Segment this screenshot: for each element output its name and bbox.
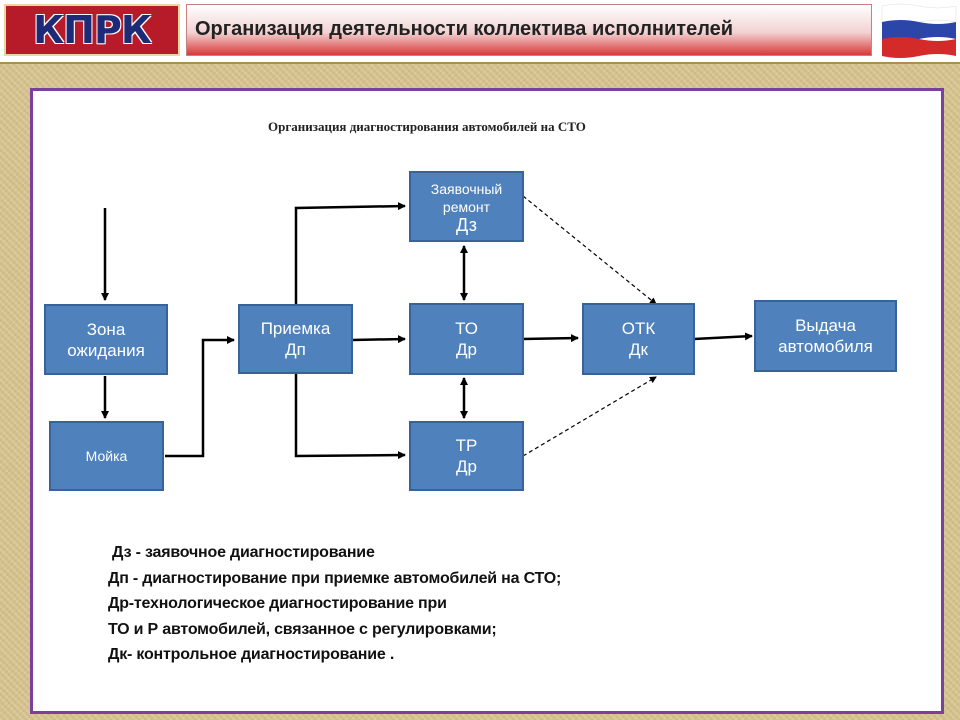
legend-item: Дп - диагностирование при приемке автомо… [108,569,562,587]
node-label: Зона [86,319,126,339]
dashed-zayavochny-otk [522,195,657,305]
node-label: Приемка [260,319,331,338]
node-label: Др [456,457,477,476]
legend-item: Дк- контрольное диагностирование . [108,646,395,663]
node-label: Дк [629,340,648,359]
title-bar: Организация деятельности коллектива испо… [186,4,872,56]
node-label: автомобиля [778,337,873,356]
node-label: ТР [455,436,478,455]
node-to: ТО Др [409,303,524,375]
node-label: Мойка [85,448,128,464]
node-tr: ТР Др [409,421,524,491]
node-label: Выдача [795,316,856,335]
header: КПРК Организация деятельности коллектива… [0,0,960,64]
arrow-priemka-to [351,335,406,344]
arrow-priemka-zayavochny [294,202,406,304]
node-vydacha: Выдача автомобиля [754,300,897,372]
node-label: ожидания [67,340,145,360]
node-zayavochny-remont: Заявочный ремонт Дз [409,171,524,242]
legend: Дз - заявочное диагностирование Дп - диа… [108,540,561,668]
node-label: ремонт [442,198,491,215]
node-label: ТО [455,319,478,338]
arrow-priemka-tr [294,373,406,460]
logo: КПРК [4,4,180,56]
legend-item: Дз - заявочное диагностирование [112,544,375,561]
page-title: Организация деятельности коллектива испо… [195,18,734,40]
node-zona-ozhidaniya: Зона ожидания [44,304,168,375]
arrow-otk-vydacha [693,332,753,341]
diagram-title: Организация диагностирования автомобилей… [268,119,586,134]
node-label: Дп [285,340,306,359]
node-code: Дз [455,214,478,235]
arrow-to-otk [521,334,579,343]
node-otk: ОТК Дк [582,303,695,375]
russian-flag-icon [881,3,957,58]
legend-item: Др-технологическое диагностирование при [108,595,447,612]
legend-item: ТО и Р автомобилей, связанное с регулиро… [108,620,497,638]
dashed-tr-otk [522,376,657,457]
node-label: Др [456,340,477,359]
logo-text: КПРК [33,8,152,52]
node-label: ОТК [621,319,656,338]
node-moyka: Мойка [49,421,164,491]
node-priemka: Приемка Дп [238,304,353,374]
arrow-moyka-priemka [165,336,235,458]
node-label: Заявочный [430,180,503,197]
